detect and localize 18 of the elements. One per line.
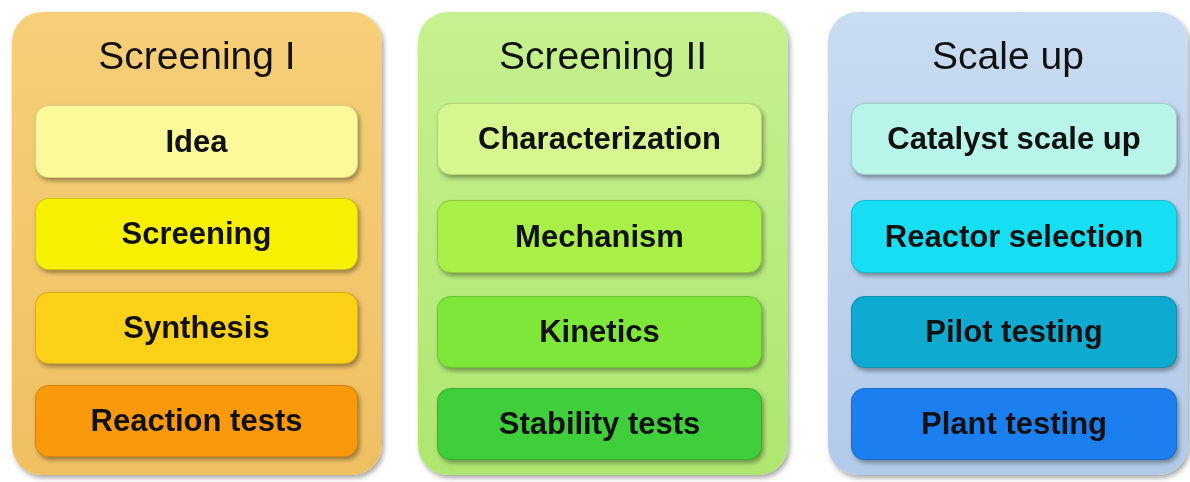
stage-panel — [418, 12, 788, 475]
step-box: Stability tests — [437, 388, 762, 460]
step-box: Reactor selection — [851, 200, 1177, 273]
step-box: Reaction tests — [35, 385, 358, 457]
stage-title: Scale up — [932, 34, 1084, 78]
stage-title: Screening I — [98, 34, 296, 78]
stage-title: Screening II — [498, 34, 708, 78]
step-box: Pilot testing — [851, 296, 1177, 368]
step-box: Kinetics — [437, 296, 762, 368]
step-box: Catalyst scale up — [851, 103, 1177, 175]
stage-panel — [12, 12, 382, 475]
step-box: Synthesis — [35, 292, 358, 364]
step-box: Screening — [35, 198, 358, 270]
stage-panel — [828, 12, 1188, 475]
step-box: Idea — [35, 105, 358, 178]
step-box: Plant testing — [851, 388, 1177, 460]
step-box: Mechanism — [437, 200, 762, 273]
step-box: Characterization — [437, 103, 762, 175]
